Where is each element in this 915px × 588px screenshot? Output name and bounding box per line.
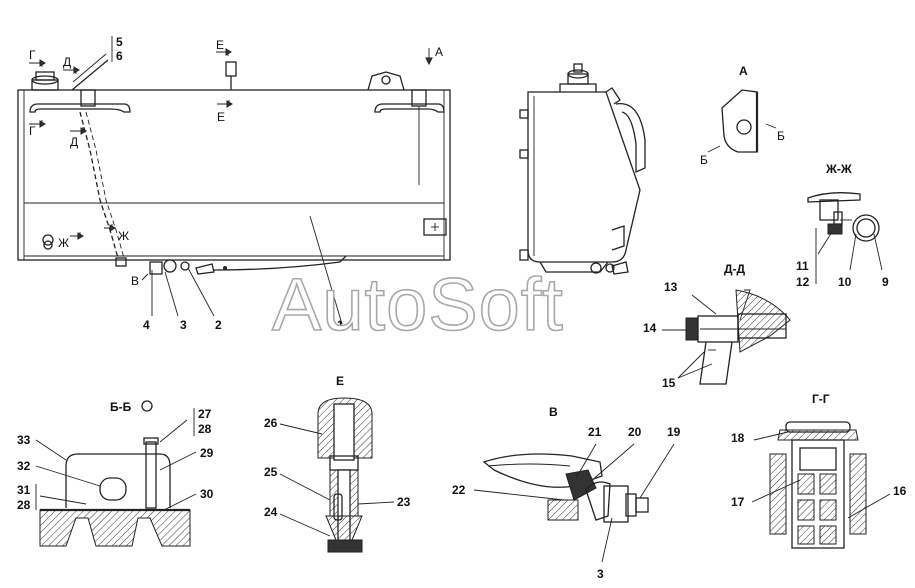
callout-15: 15 [662,376,676,390]
callout-18: 18 [731,431,745,445]
cut-marks-main: Г Г Д Д Е Е Ж Ж А В [29,38,443,288]
cut-mark-g-bottom: Г [29,124,36,138]
callout-20: 20 [628,425,642,439]
callout-4: 4 [143,318,150,332]
callout-27: 27 [198,407,212,421]
cut-mark-g-top: Г [29,48,36,62]
callout-3: 3 [180,318,187,332]
label-section-bb: Б-Б [110,400,132,414]
callout-23: 23 [397,495,411,509]
callout-2: 2 [215,318,222,332]
callout-21: 21 [588,425,602,439]
section-gg: Г-Г 18 17 16 [731,392,907,549]
callout-28-upper: 28 [198,422,212,436]
callout-25: 25 [264,465,278,479]
callout-19: 19 [667,425,681,439]
callout-28-lower: 28 [17,498,31,512]
callout-32: 32 [17,459,31,473]
cut-mark-v: В [131,274,139,288]
callout-29: 29 [200,446,214,460]
callout-9: 9 [882,275,889,289]
cut-mark-zh-left: Ж [58,236,69,250]
label-section-dd: Д-Д [724,262,746,276]
callouts-main: 4 3 2 1 5 6 [111,35,344,332]
view-arrow-a: А [435,45,443,59]
callout-33: 33 [17,433,31,447]
cut-mark-d-top: Д [63,55,71,69]
label-section-zhzh: Ж-Ж [825,162,852,176]
callout-13: 13 [664,280,678,294]
section-e: Е 26 25 24 23 [264,374,411,553]
callout-11: 11 [796,259,809,273]
callout-6: 6 [116,49,123,63]
section-v: В 21 20 19 22 3 [452,405,681,581]
view-a-detail: А Б Б [700,64,785,167]
watermark: AutoSoft [272,263,564,346]
cut-mark-zh-right: Ж [118,229,129,243]
callout-3-section-v: 3 [597,567,604,581]
callout-30: 30 [200,487,214,501]
label-view-a: А [739,64,748,78]
cut-mark-b-lower: Б [700,153,708,167]
section-zhzh: Ж-Ж 11 12 10 9 [796,162,889,289]
fuel-tank-end-view [519,63,646,275]
label-section-gg: Г-Г [812,392,830,406]
cut-mark-b-upper: Б [777,129,785,143]
callout-22: 22 [452,483,466,497]
callout-24: 24 [264,505,278,519]
callout-5: 5 [116,35,123,49]
fuel-tank-side-view [17,53,451,325]
section-bb: Б-Б 27 28 29 30 33 32 31 28 [17,400,214,547]
label-section-e: Е [336,374,344,388]
callout-31: 31 [17,483,31,497]
callout-10: 10 [838,275,852,289]
callout-1: 1 [337,318,344,332]
callout-16: 16 [893,484,907,498]
callout-12: 12 [796,275,810,289]
cut-mark-d-bottom: Д [70,135,78,149]
cut-mark-e-bottom: Е [217,110,225,124]
label-section-v: В [549,405,558,419]
callout-14: 14 [643,321,657,335]
callout-17: 17 [731,495,745,509]
section-dd: Д-Д 13 14 15 [643,262,791,390]
cut-mark-e-top: Е [216,38,224,52]
callout-26: 26 [264,416,278,430]
